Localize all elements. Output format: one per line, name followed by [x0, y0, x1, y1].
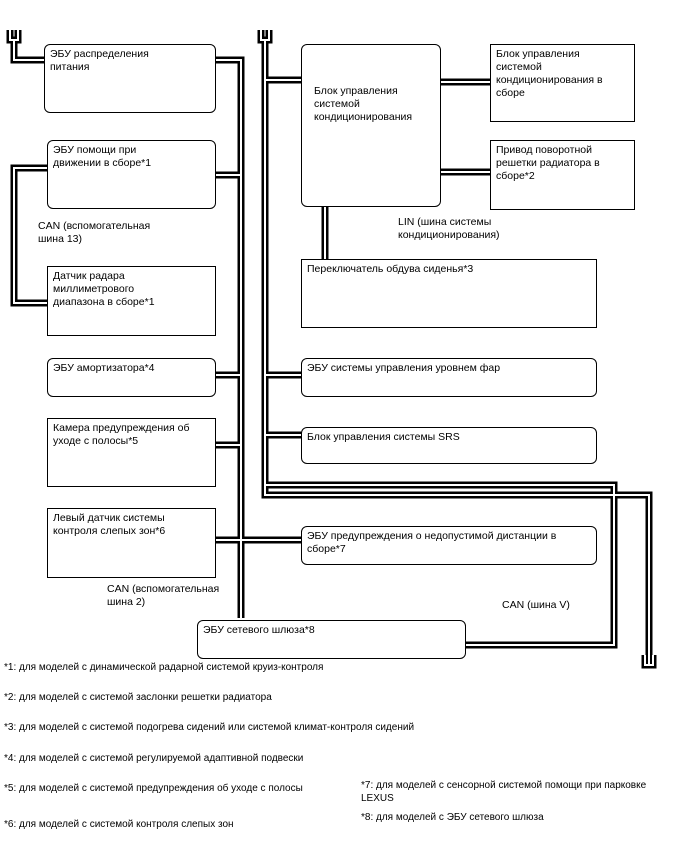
- lane-departure-camera: Камера предупреждения об уходе с полосы*…: [47, 418, 216, 487]
- clearance-warning-ecu-label: ЭБУ предупреждения о недопустимой дистан…: [307, 530, 557, 555]
- ac-control-unit: Блок управления системой кондиционирован…: [301, 44, 441, 207]
- headlamp-leveling-ecu-label: ЭБУ системы управления уровнем фар: [307, 362, 501, 374]
- seat-blower-switch: Переключатель обдува сиденья*3: [301, 259, 597, 328]
- can-sub13-label: CAN (вспомогательная шина 13): [38, 220, 151, 245]
- millimeter-wave-radar-sensor: Датчик радара миллиметрового диапазона в…: [47, 266, 216, 336]
- srs-control-unit-label: Блок управления системы SRS: [307, 431, 460, 443]
- absorber-ecu-label: ЭБУ амортизатора*4: [53, 362, 155, 374]
- ac-control-unit-label: Блок управления системой кондиционирован…: [314, 85, 413, 123]
- power-distribution-ecu-label: ЭБУ распределения питания: [50, 48, 149, 73]
- lin-ac-bus: [321, 78, 490, 259]
- footnote-3: *3: для моделей с системой подогрева сид…: [4, 722, 415, 733]
- footnote-4: *4: для моделей с системой регулируемой …: [4, 753, 304, 764]
- footnote-2: *2: для моделей с системой заслонки реше…: [4, 692, 272, 703]
- footnote-7: *7: для моделей с сенсорной системой пом…: [361, 780, 647, 804]
- clearance-warning-ecu: ЭБУ предупреждения о недопустимой дистан…: [301, 526, 597, 565]
- can-sub2-bus: [6, 30, 301, 618]
- millimeter-wave-radar-sensor-label: Датчик радара миллиметрового диапазона в…: [53, 270, 155, 308]
- footnote-6: *6: для моделей с системой контроля слеп…: [4, 819, 234, 830]
- driving-support-ecu: ЭБУ помощи при движении в сборе*1: [47, 140, 216, 209]
- seat-blower-switch-label: Переключатель обдува сиденья*3: [307, 263, 474, 275]
- network-gateway-ecu-label: ЭБУ сетевого шлюза*8: [203, 624, 315, 636]
- srs-control-unit: Блок управления системы SRS: [301, 427, 597, 464]
- ac-control-assembly: Блок управления системой кондиционирован…: [490, 44, 635, 122]
- power-distribution-ecu: ЭБУ распределения питания: [44, 44, 216, 113]
- can-v-label: CAN (шина V): [502, 599, 570, 611]
- absorber-ecu: ЭБУ амортизатора*4: [47, 358, 216, 397]
- can-sub2-label: CAN (вспомогательная шина 2): [107, 583, 220, 608]
- lane-departure-camera-label: Камера предупреждения об уходе с полосы*…: [53, 422, 190, 447]
- footnote-8: *8: для моделей с ЭБУ сетевого шлюза: [361, 812, 544, 823]
- headlamp-leveling-ecu: ЭБУ системы управления уровнем фар: [301, 358, 597, 397]
- blind-spot-sensor-left-label: Левый датчик системы контроля слепых зон…: [53, 512, 166, 537]
- footnote-1: *1: для моделей с динамической радарной …: [4, 662, 324, 673]
- can-v-bus: [257, 30, 657, 669]
- network-gateway-ecu: ЭБУ сетевого шлюза*8: [197, 620, 466, 659]
- grille-shutter-actuator-label: Привод поворотной решетки радиатора в сб…: [496, 144, 600, 182]
- grille-shutter-actuator: Привод поворотной решетки радиатора в сб…: [490, 140, 635, 210]
- blind-spot-sensor-left: Левый датчик системы контроля слепых зон…: [47, 508, 216, 578]
- footnote-5: *5: для моделей с системой предупреждени…: [4, 783, 303, 794]
- ac-control-assembly-label: Блок управления системой кондиционирован…: [496, 48, 603, 99]
- driving-support-ecu-label: ЭБУ помощи при движении в сборе*1: [53, 144, 152, 169]
- can-sub13-bus: [10, 164, 47, 307]
- lin-ac-label: LIN (шина системы кондиционирования): [398, 216, 500, 241]
